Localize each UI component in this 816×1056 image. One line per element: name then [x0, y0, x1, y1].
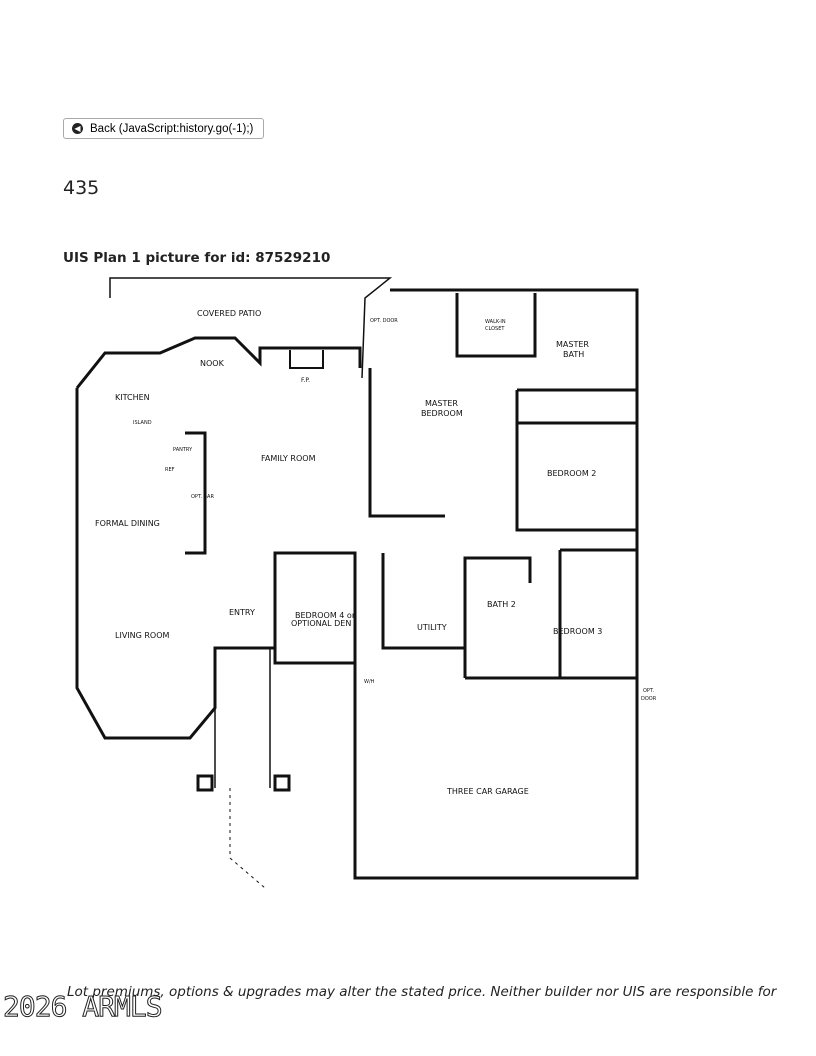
room-label: THREE CAR GARAGE [446, 787, 529, 796]
room-label: BEDROOM 4 or [295, 611, 356, 620]
room-label: W/H [364, 679, 375, 685]
room-label: NOOK [200, 359, 225, 368]
room-label: UTILITY [417, 623, 447, 632]
result-count: 435 [63, 177, 100, 199]
disclaimer-text: Lot premiums, options & upgrades may alt… [67, 984, 777, 1000]
room-label: BEDROOM [421, 409, 463, 418]
room-label: MASTER [425, 399, 458, 408]
room-label: REF [165, 467, 175, 473]
page-title: UIS Plan 1 picture for id: 87529210 [63, 250, 331, 266]
room-label: OPT. [643, 688, 654, 694]
room-label: PANTRY [173, 447, 193, 453]
room-label: COVERED PATIO [197, 309, 261, 318]
room-label: F.P. [301, 377, 310, 384]
room-label: OPT. BAR [191, 494, 214, 500]
room-label: KITCHEN [115, 393, 150, 402]
room-label: OPT. DOOR [370, 318, 398, 324]
room-label: ISLAND [133, 420, 152, 426]
room-label: CLOSET [485, 326, 505, 332]
room-label: BATH 2 [487, 600, 516, 609]
room-label: LIVING ROOM [115, 631, 170, 640]
copyright-watermark: 2026 ARMLS [3, 990, 164, 1024]
room-label: OPTIONAL DEN [291, 619, 351, 628]
back-button[interactable]: ◀ Back (JavaScript:history.go(-1);) [63, 118, 264, 139]
room-label: DOOR [641, 696, 657, 702]
room-label: FORMAL DINING [95, 519, 160, 528]
floor-plan-image: COVERED PATIO NOOK KITCHEN ISLAND PANTRY… [75, 277, 657, 889]
room-label: ENTRY [229, 608, 255, 617]
room-label: BATH [563, 350, 584, 359]
arrow-left-circle-icon: ◀ [72, 123, 83, 134]
room-label: WALK-IN [485, 319, 506, 325]
back-button-label: Back (JavaScript:history.go(-1);) [90, 122, 254, 135]
room-label: MASTER [556, 340, 589, 349]
room-label: BEDROOM 2 [547, 469, 596, 478]
room-label: BEDROOM 3 [553, 627, 602, 636]
room-label: FAMILY ROOM [261, 454, 316, 463]
floor-plan-walls [75, 277, 639, 889]
